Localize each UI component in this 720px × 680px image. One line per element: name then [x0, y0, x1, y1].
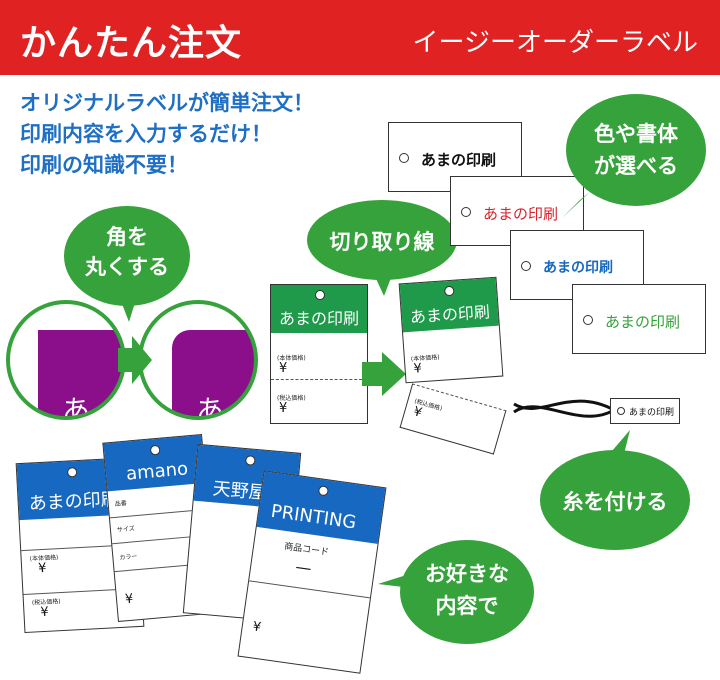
lead-text: オリジナルラベルが簡単注文！ 印刷内容を入力するだけ！ 印刷の知識不要！	[20, 88, 314, 181]
page-subtitle: イージーオーダーラベル	[412, 28, 698, 58]
tag-green-cut-stub: (税込価格) ¥	[399, 383, 507, 455]
perforation-line	[271, 379, 367, 380]
bubble-attach-string: 糸を付ける	[540, 450, 690, 550]
arrow-icon	[362, 352, 406, 396]
bubble-font-color: 色や書体 が選べる	[566, 94, 706, 206]
tag-green-cut-top: あまの印刷 (本体価格) ¥	[398, 276, 504, 384]
lead-line: 印刷内容を入力するだけ！	[20, 122, 272, 146]
tag-with-string: あまの印刷	[610, 398, 680, 424]
bubble-tail	[119, 296, 137, 322]
tag-green-uncut: あまの印刷 (本体価格) ¥ (税込価格) ¥	[270, 284, 368, 424]
bubble-any-content: お好きな 内容で	[400, 540, 534, 644]
bubble-round-corners: 角を 丸くする	[64, 206, 190, 306]
bubble-tail	[378, 572, 416, 588]
corner-illustration: あ あ	[6, 300, 258, 427]
lead-line: 印刷の知識不要！	[20, 153, 188, 177]
bubble-cut-line: 切り取り線	[307, 200, 457, 280]
bubble-tail	[606, 430, 630, 458]
string-hole	[315, 290, 325, 300]
header-banner: かんたん注文 イージーオーダーラベル	[0, 0, 720, 75]
tag-blue-printing: PRINTING 商品コード — ¥	[237, 470, 387, 674]
svg-text:あ: あ	[62, 394, 90, 427]
font-sample-green: あまの印刷	[572, 284, 706, 354]
lead-line: オリジナルラベルが簡単注文！	[20, 91, 314, 115]
string-hole	[443, 285, 455, 297]
bubble-tail	[372, 270, 394, 296]
string-icon	[513, 399, 615, 418]
page-title: かんたん注文	[20, 23, 243, 64]
svg-text:あ: あ	[196, 394, 224, 427]
bubble-tail	[562, 192, 590, 218]
